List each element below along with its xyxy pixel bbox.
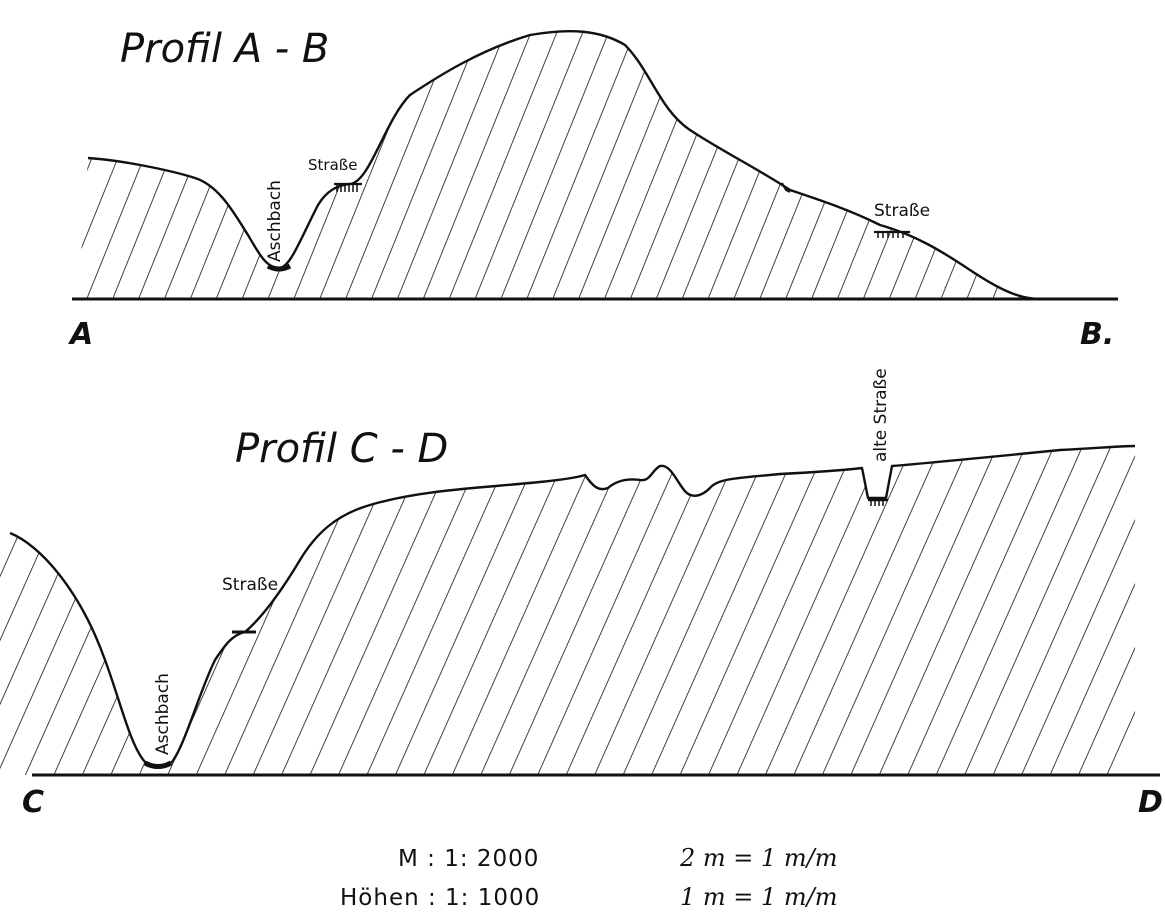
profile-ab-end-label: B. [1080,317,1114,352]
profile-ab-stream-bed [266,263,292,272]
profile-ab-stream-label: Aschbach [265,180,285,262]
profile-ab-road-notch [781,182,791,193]
profile-ab: Profil A - B [68,26,1118,352]
profile-ab-road-marker-lower [874,230,910,238]
profile-ab-road-label-lower: Straße [874,201,930,221]
profile-cd-old-road-marker [868,498,888,506]
profile-cd-terrain-fill [0,446,1135,775]
profile-cd-old-road-label: alte Straße [871,368,891,462]
profile-ab-terrain-fill [78,31,1040,299]
profile-cd: Profil C - D Aschbach Straße alte Straße… [0,368,1163,820]
profile-ab-terrain-outline [87,29,1041,301]
profile-cd-stream-bed [143,760,173,769]
scale-vertical-equivalent: 1 m = 1 m/m [680,883,838,911]
scale-vertical-label: Höhen : 1: 1000 [340,885,540,911]
profile-cd-road-label: Straße [222,575,278,595]
profile-cd-stream-label: Aschbach [153,673,173,755]
scale-horizontal-label: M : 1: 2000 [398,846,539,872]
profile-cd-start-label: C [22,785,44,820]
profile-ab-road-marker-upper [334,182,362,192]
profile-cd-title: Profil C - D [235,426,448,472]
scale-block: M : 1: 2000 2 m = 1 m/m Höhen : 1: 1000 … [340,844,838,911]
profile-ab-title: Profil A - B [120,26,329,72]
profile-cd-end-label: D [1138,785,1163,820]
scale-horizontal-equivalent: 2 m = 1 m/m [679,844,838,872]
profile-ab-start-label: A [68,317,93,352]
profile-ab-road-label-upper: Straße [308,156,357,174]
